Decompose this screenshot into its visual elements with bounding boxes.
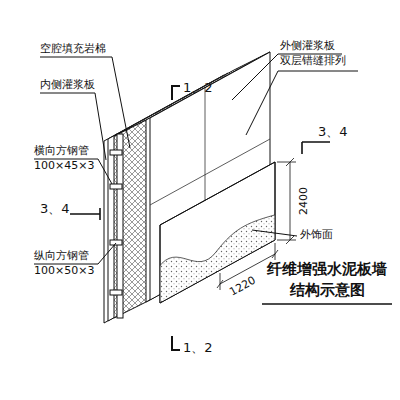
callout-label: 1、2 bbox=[183, 339, 223, 357]
callout-label: 纵向方钢管 100×50×3 bbox=[34, 249, 98, 279]
title-underline bbox=[262, 303, 392, 304]
callout-label: 3、4 bbox=[318, 123, 358, 141]
callout-label: 横向方钢管 100×45×3 bbox=[34, 144, 98, 174]
section-mark bbox=[172, 86, 180, 100]
callout-label: 1、2 bbox=[183, 79, 223, 97]
callout-label: 内侧灌浆板 bbox=[40, 78, 120, 93]
callout-label: 外饰面 bbox=[300, 228, 350, 243]
transverse-steel-tube bbox=[110, 184, 122, 189]
transverse-steel-tube bbox=[110, 150, 122, 155]
dimension-text: 2400 bbox=[297, 187, 312, 215]
drawing-title: 纤维增强水泥板墙 结构示意图 bbox=[264, 259, 390, 301]
section-mark bbox=[70, 208, 100, 220]
rock-wool-side bbox=[114, 118, 150, 318]
callout-label: 3、4 bbox=[40, 200, 80, 218]
transverse-steel-tube bbox=[110, 240, 122, 245]
render-texture bbox=[158, 214, 278, 312]
section-mark bbox=[172, 336, 180, 350]
section-mark bbox=[302, 142, 330, 154]
dimension-line bbox=[277, 158, 296, 244]
transverse-steel-tube bbox=[110, 290, 122, 295]
leader-line bbox=[40, 57, 130, 148]
callout-label: 外侧灌浆板 双层错缝排列 bbox=[280, 39, 380, 69]
callout-label: 空腔填充岩棉 bbox=[40, 42, 130, 57]
